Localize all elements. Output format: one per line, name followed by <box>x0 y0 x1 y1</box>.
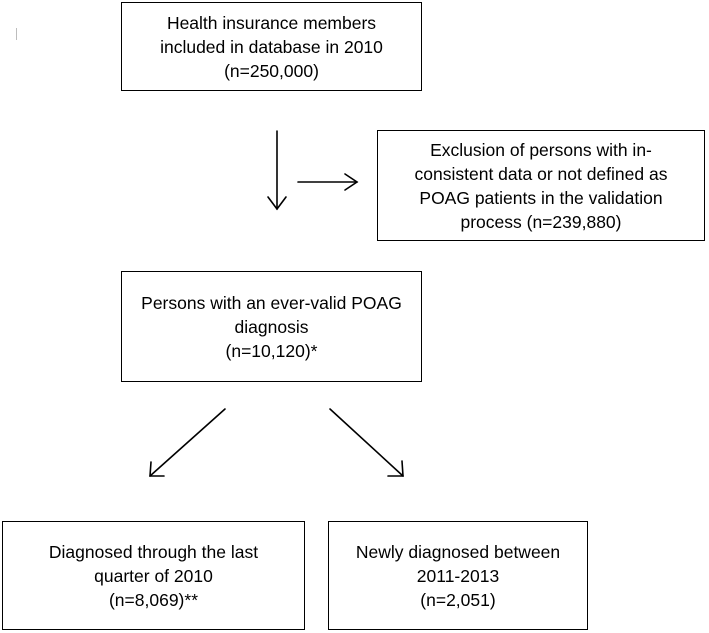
valid-count: (n=10,120)* <box>225 340 318 361</box>
newly-diagnosed-line-2: 2011-2013 <box>416 565 500 586</box>
members-line-1: Health insurance members <box>166 12 377 33</box>
newly-diagnosed-count: (n=2,051) <box>420 589 496 610</box>
exclusion-box: Exclusion of persons with in- consistent… <box>377 130 705 241</box>
down-left-arrow <box>149 408 226 477</box>
right-arrow <box>297 173 359 191</box>
exclusion-line-4: process (n=239,880) <box>460 211 622 232</box>
diagnosed-2010-count: (n=8,069)** <box>108 589 199 610</box>
exclusion-line-2: consistent data or not defined as <box>414 163 668 184</box>
text-cursor-mark <box>16 28 17 40</box>
diagnosed-2010-box: Diagnosed through the last quarter of 20… <box>2 521 305 630</box>
valid-line-1: Persons with an ever-valid POAG <box>141 292 402 313</box>
exclusion-line-1: Exclusion of persons with in- <box>430 139 652 160</box>
down-arrow <box>267 130 287 211</box>
newly-diagnosed-line-1: Newly diagnosed between <box>355 541 561 562</box>
members-line-2: included in database in 2010 <box>160 36 383 57</box>
valid-line-2: diagnosis <box>234 316 309 337</box>
newly-diagnosed-box: Newly diagnosed between 2011-2013 (n=2,0… <box>328 521 588 630</box>
exclusion-line-3: POAG patients in the validation <box>419 187 663 208</box>
diagnosed-2010-line-1: Diagnosed through the last <box>48 541 259 562</box>
diagnosed-2010-line-2: quarter of 2010 <box>94 565 213 586</box>
members-box: Health insurance members included in dat… <box>121 2 422 91</box>
down-right-arrow <box>329 408 404 477</box>
valid-poag-box: Persons with an ever-valid POAG diagnosi… <box>121 271 422 382</box>
members-count: (n=250,000) <box>224 60 319 81</box>
